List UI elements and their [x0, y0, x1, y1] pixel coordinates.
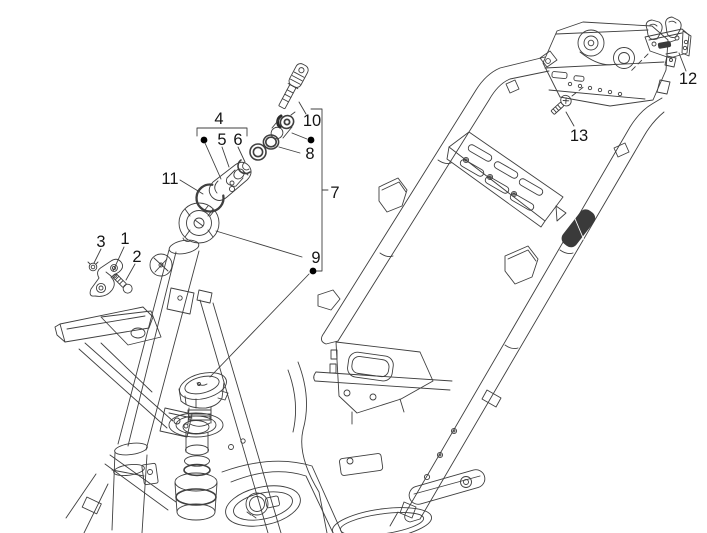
- frame-footrest-bracket: [389, 469, 486, 527]
- bullet-marker: [307, 136, 315, 144]
- ring-nut-icon: [262, 134, 280, 150]
- part-label-13: 13: [570, 127, 588, 145]
- exploded-parts: [87, 16, 692, 427]
- part-label-6: 6: [233, 131, 242, 149]
- frame-seat-brace: [199, 289, 341, 533]
- part-label-11: 11: [161, 170, 178, 188]
- leader-line-10: [298, 101, 307, 115]
- bracket-7: [310, 108, 329, 272]
- frame-center-plate: [329, 341, 434, 425]
- screw-13-icon: [550, 84, 587, 115]
- bracket-4: [196, 127, 248, 137]
- frame-drawing: [54, 21, 678, 533]
- leader-line-8b: [278, 146, 301, 154]
- frame-left-spar: [321, 56, 550, 345]
- saddle-latch-icon: [629, 16, 692, 73]
- part-label-12: 12: [679, 70, 697, 88]
- callout-labels: 1 2 3 4 5 6 7 8 9 10 11 12 13: [96, 70, 697, 267]
- leader-line-9: [215, 230, 303, 258]
- leader-line-5: [221, 146, 230, 168]
- part-label-2: 2: [132, 248, 141, 266]
- frame-floorboard: [65, 361, 433, 533]
- part-label-4: 4: [214, 110, 223, 128]
- leader-line-3: [93, 248, 102, 264]
- steering-lock-body-icon: [178, 161, 252, 244]
- part-label-7: 7: [330, 184, 339, 202]
- frame-wing-bracket: [54, 306, 193, 438]
- frame-right-spar: [404, 97, 665, 523]
- part-label-1: 1: [120, 230, 129, 248]
- part-label-3: 3: [96, 233, 105, 251]
- leader-line-11: [179, 179, 204, 195]
- leader-line-6: [237, 146, 246, 163]
- frame-filler-neck: [168, 412, 224, 477]
- retaining-clip-icon: [237, 159, 251, 175]
- leader-line-12: [678, 52, 687, 72]
- leader-line-9b: [209, 273, 310, 378]
- leader-line-13: [565, 111, 575, 127]
- circlip-icon: [195, 183, 225, 213]
- callout-lines: [93, 52, 687, 378]
- leader-line-4: [204, 142, 222, 180]
- key-icon: [278, 63, 309, 110]
- nut-icon: [87, 261, 99, 272]
- leader-line-2: [125, 263, 136, 281]
- lock-cylinder-icon: [270, 111, 296, 140]
- leader-line-1: [112, 246, 125, 272]
- part-label-9: 9: [311, 249, 320, 267]
- part-label-10: 10: [303, 112, 321, 130]
- leader-line-8a: [291, 132, 308, 140]
- frame-rear-rack-plate: [539, 21, 678, 107]
- part-label-8: 8: [305, 145, 314, 163]
- screw-2-icon: [112, 273, 133, 294]
- bullet-marker: [309, 267, 317, 275]
- bullet-marker: [200, 136, 208, 144]
- frame-slotted-crossmember: [446, 131, 567, 228]
- bushing-icon: [225, 168, 245, 187]
- frame-steering-column: [111, 239, 213, 533]
- washer-icon: [249, 143, 267, 161]
- part-label-5: 5: [217, 131, 226, 149]
- saddle-lock-icon: [178, 372, 229, 427]
